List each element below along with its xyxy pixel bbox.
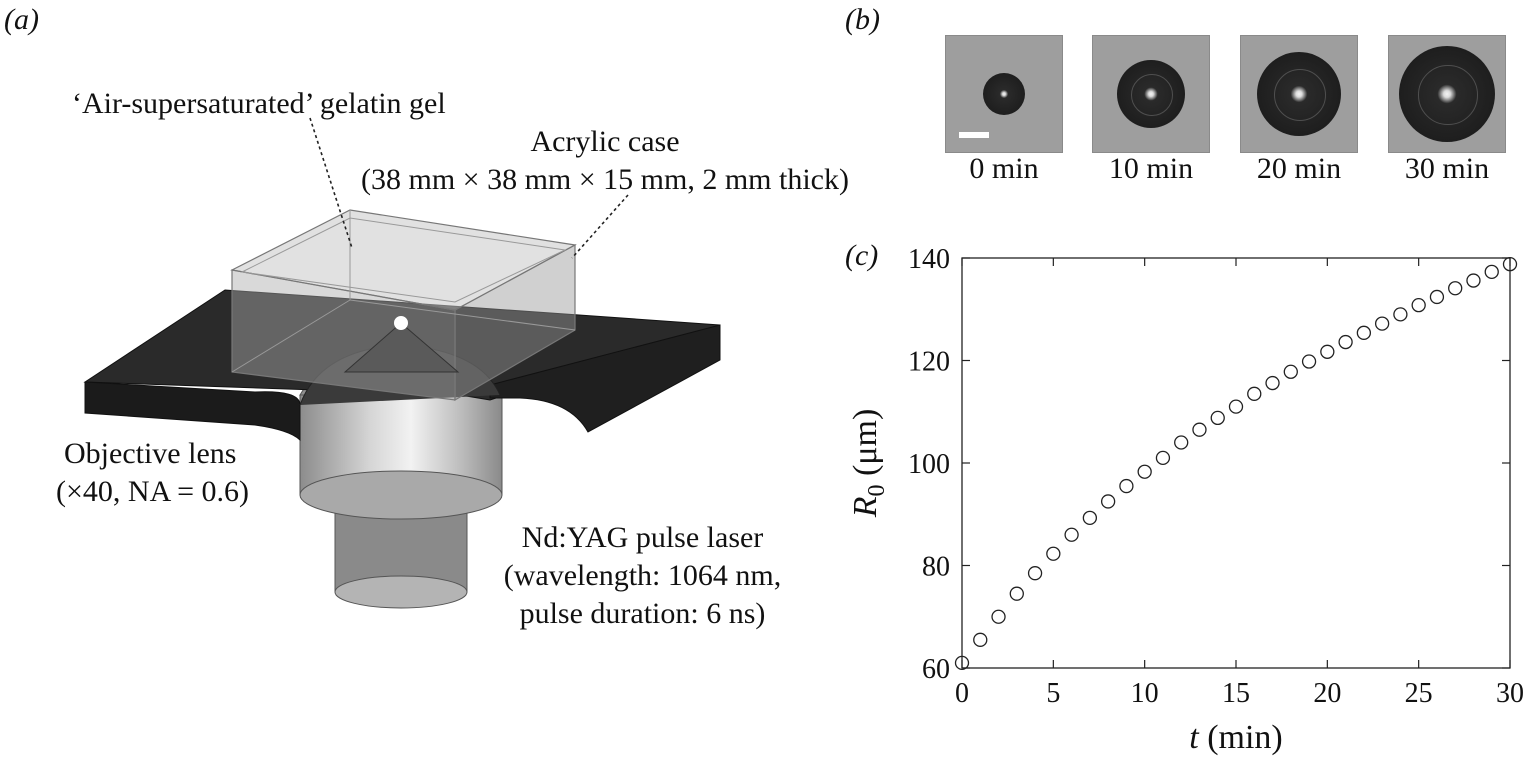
y-tick-label: 80: [922, 552, 950, 583]
data-point: [1338, 334, 1353, 350]
case-dimensions: (38 mm × 38 mm × 15 mm, 2 mm thick): [361, 163, 849, 196]
data-point: [1192, 422, 1207, 437]
micrograph-frame: [1388, 35, 1506, 153]
setup-illustration: [83, 117, 721, 609]
acrylic-case: [230, 209, 577, 402]
micrograph-frame: [1092, 35, 1210, 153]
y-tick-label: 60: [922, 654, 950, 685]
scale-bar: [959, 132, 989, 138]
case-label: Acrylic case: [530, 125, 680, 158]
micrograph-caption: 0 min: [969, 152, 1039, 185]
data-point: [1356, 325, 1372, 340]
leader-lines: [309, 117, 629, 259]
micrograph-caption: 20 min: [1256, 152, 1342, 185]
data-point: [1393, 307, 1408, 322]
gel-label: ‘Air-supersaturated’ gelatin gel: [72, 87, 446, 120]
data-point: [1027, 566, 1043, 581]
data-point: [1283, 364, 1298, 379]
data-point: [1137, 464, 1152, 479]
data-point: [1082, 510, 1098, 525]
x-tick-label: 25: [1405, 678, 1433, 709]
data-point: [1265, 375, 1280, 391]
y-tick-label: 140: [908, 244, 950, 275]
data-point: [1064, 527, 1079, 542]
data-point: [973, 632, 988, 647]
y-axis-label: R0 (μm): [847, 409, 890, 519]
panel-a-label: (a): [4, 3, 39, 36]
setup-schematic: (a) ‘Air-supersaturated’ gelatin gel Acr…: [4, 3, 849, 630]
lens-spec: (×40, NA = 0.6): [56, 475, 249, 508]
y-tick-label: 100: [908, 449, 950, 480]
bubble-focus-point: [394, 316, 408, 330]
panel-c-label: (c): [845, 239, 879, 272]
plot-frame: [961, 257, 1511, 669]
data-point: [1119, 478, 1134, 494]
x-tick-label: 15: [1222, 678, 1250, 709]
micrograph-frame: [945, 35, 1063, 153]
data-point: [1174, 435, 1189, 450]
data-point: [1502, 256, 1518, 272]
lens-label: Objective lens: [64, 437, 237, 470]
data-point: [1155, 450, 1171, 466]
data-point: [1046, 546, 1061, 561]
data-point: [1374, 316, 1390, 331]
micrograph-frame: [1240, 35, 1358, 153]
x-axis-label: t (min): [1189, 719, 1283, 756]
data-point: [1210, 410, 1225, 426]
x-tick-label: 5: [1046, 678, 1060, 709]
data-point: [954, 655, 970, 671]
data-point: [1429, 289, 1445, 305]
x-tick-label: 0: [955, 678, 969, 709]
data-point: [1228, 399, 1244, 414]
panel-b-label: (b): [845, 3, 880, 36]
data-point: [1411, 297, 1426, 313]
data-point: [1320, 344, 1335, 359]
micrograph-caption: 30 min: [1404, 152, 1490, 185]
laser-spec-1: (wavelength: 1064 nm,: [503, 559, 782, 592]
data-point: [1009, 586, 1024, 601]
bubble-image: [982, 72, 1026, 116]
data-point: [1484, 264, 1499, 279]
data-point: [1301, 354, 1317, 369]
y-tick-label: 120: [908, 347, 950, 378]
laser-spec-2: pulse duration: 6 ns): [519, 597, 766, 630]
x-tick-label: 30: [1496, 678, 1524, 709]
data-point: [1448, 281, 1463, 296]
data-point: [991, 609, 1006, 624]
data-point: [1247, 386, 1262, 401]
x-tick-label: 20: [1313, 678, 1341, 709]
data-point: [1466, 273, 1481, 288]
x-tick-label: 10: [1131, 678, 1159, 709]
laser-label: Nd:YAG pulse laser: [521, 521, 764, 554]
data-point: [1100, 494, 1116, 509]
micrograph-caption: 10 min: [1108, 152, 1194, 185]
